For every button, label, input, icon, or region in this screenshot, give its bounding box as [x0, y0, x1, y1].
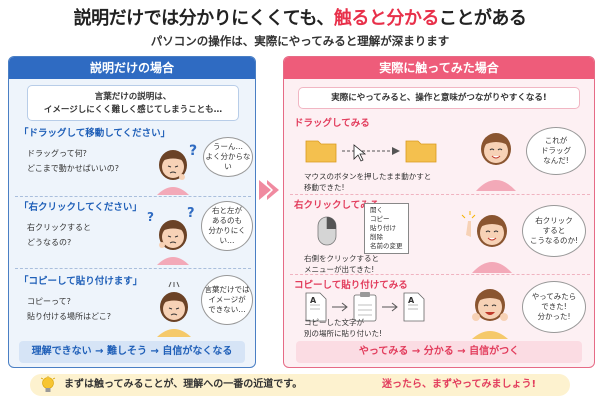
document-icon: [403, 292, 425, 322]
left-block-drag: 「ドラッグして移動してください」 ドラッグって何? どこまで動かせばいいの? ?…: [15, 125, 253, 197]
left-thought-bubble: 言葉だけではイメージができない…: [201, 275, 253, 325]
bubble-line1: 右と左が: [212, 206, 242, 215]
lightbulb-icon: [40, 376, 56, 392]
page-subtitle: パソコンの操作は、実際にやってみると理解が深まります: [150, 34, 450, 48]
cursor-icon: [353, 144, 367, 162]
bubble-line2: あるのも: [212, 216, 242, 225]
right-block-right-click: 右クリックしてみる 開く コピー 貼り付け 削除 名前の変更 右側をクリックする…: [290, 197, 590, 275]
left-question-2: 貼り付ける場所はどこ?: [27, 312, 112, 321]
bubble-line3: 分かりにくい…: [208, 226, 246, 245]
bubble-line1: やってみたら: [531, 292, 577, 301]
bubble-line3: できない…: [208, 305, 246, 314]
folder-icon: [305, 140, 337, 163]
left-block-right-click: 「右クリックしてください」 右クリックすると どうなるの? ? ? 右と左がある…: [15, 199, 253, 269]
left-question-1: 右クリックすると: [27, 223, 91, 232]
left-block-title: 「コピーして貼り付けます」: [19, 276, 143, 287]
copy-paste-graphic: A A: [305, 292, 425, 322]
title-part1: 説明だけでは分かりにくくても、: [73, 8, 335, 29]
context-menu-item: 開く: [370, 206, 383, 214]
bubble-line2: ドラッグ: [541, 146, 571, 155]
bubble-line3: こうなるのか!: [529, 236, 578, 245]
right-speech-bubble: これがドラッグなんだ!: [526, 127, 586, 175]
bubble-line1: うーん…: [213, 142, 243, 151]
right-block-title: 右クリックしてみる: [294, 200, 380, 211]
title-part2: ことがある: [438, 8, 527, 29]
right-caption-line2: 別の場所に貼り付いた!: [304, 329, 383, 338]
smiling-woman-icon: [476, 133, 516, 191]
arrow-right-icon: [259, 180, 279, 200]
left-block-copy-paste: 「コピーして貼り付けます」 コピーって? 貼り付ける場所はどこ? 言葉だけではイ…: [15, 273, 253, 337]
title-highlight: 触ると分かる: [333, 8, 440, 29]
right-caption-line1: マウスのボタンを押したまま動かすと: [304, 172, 432, 181]
page-title: 説明だけでは分かりにくくても、触ると分かることがある: [0, 4, 600, 30]
bubble-line2: イメージが: [208, 295, 246, 304]
right-intro: 実際にやってみると、操作と意味がつながりやすくなる!: [298, 87, 580, 109]
bubble-line1: これが: [544, 136, 568, 145]
hands-on-panel: 実際に触ってみた場合 実際にやってみると、操作と意味がつながりやすくなる! ドラ…: [283, 56, 595, 368]
bubble-line2: すると: [542, 226, 566, 235]
bubble-line3: 分かった!: [537, 312, 571, 321]
right-speech-bubble: 右クリックするとこうなるのか!: [522, 205, 586, 257]
left-panel-heading: 説明だけの場合: [9, 57, 255, 79]
folder-icon: [405, 140, 437, 163]
left-block-title: 「右クリックしてください」: [19, 202, 142, 213]
left-thought-bubble: 右と左があるのも分かりにくい…: [201, 201, 253, 251]
left-question-2: どうなるの?: [27, 238, 72, 247]
mouse-icon: [317, 216, 337, 246]
right-panel-heading: 実際に触ってみた場合: [284, 57, 594, 79]
left-intro-line1: 言葉だけの説明は、: [94, 92, 172, 102]
left-intro-line2: イメージしにくく難しく感じてしまうことも…: [43, 105, 223, 115]
confused-woman-icon: ? ?: [147, 206, 195, 265]
left-intro: 言葉だけの説明は、 イメージしにくく難しく感じてしまうことも…: [27, 85, 239, 121]
confused-woman-icon: ?: [157, 143, 197, 195]
right-caption-line2: メニューが出てきた!: [304, 265, 375, 274]
doc-letter-2: A: [408, 296, 415, 305]
pointing-woman-icon: [461, 211, 512, 273]
bubble-line3: なんだ!: [543, 156, 569, 165]
right-block-copy-paste: コピーして貼り付けてみる A A コピ: [290, 277, 590, 339]
confused-woman-icon: [157, 281, 191, 337]
explanation-only-panel: 説明だけの場合 言葉だけの説明は、 イメージしにくく難しく感じてしまうことも… …: [8, 56, 256, 368]
context-menu-item: コピー: [370, 215, 390, 223]
right-block-title: ドラッグしてみる: [294, 118, 370, 129]
doc-letter-1: A: [310, 296, 317, 305]
clipboard-icon: [353, 292, 377, 322]
right-outcome-bar: やってみる → 分かる → 自信がつく: [296, 341, 582, 363]
left-question-2: どこまで動かせばいいの?: [27, 164, 120, 173]
right-caption-line1: コピーした文字が: [304, 318, 364, 327]
right-block-title: コピーして貼り付けてみる: [294, 280, 408, 291]
right-caption-line2: 移動できた!: [304, 183, 345, 192]
right-block-drag: ドラッグしてみる マウスのボタンを押したまま動かすと 移動できた! これがドラッ…: [290, 115, 590, 195]
bubble-line2: できた!: [541, 302, 567, 311]
tip-accent-text: 迷ったら、まずやってみましょう!: [382, 379, 537, 390]
tip-banner: まずは触ってみることが、理解への一番の近道です。 迷ったら、まずやってみましょう…: [30, 374, 570, 396]
svg-text:?: ?: [147, 210, 154, 224]
happy-woman-icon: [472, 289, 508, 339]
context-menu-item: 貼り付け: [370, 224, 396, 232]
left-outcome-bar: 理解できない → 難しそう → 自信がなくなる: [19, 341, 245, 363]
left-question-1: ドラッグって何?: [27, 149, 87, 158]
left-question-1: コピーって?: [27, 297, 71, 306]
right-speech-bubble: やってみたらできた!分かった!: [522, 281, 586, 333]
tip-main-text: まずは触ってみることが、理解への一番の近道です。: [64, 379, 303, 390]
document-icon: [305, 292, 327, 322]
left-block-title: 「ドラッグして移動してください」: [19, 128, 171, 139]
bubble-line1: 右クリック: [535, 216, 573, 225]
context-menu-item: 削除: [370, 233, 383, 241]
drag-demo-graphic: [305, 140, 437, 163]
right-caption-line1: 右側をクリックすると: [304, 254, 379, 263]
question-mark-icon: ?: [189, 143, 197, 159]
context-menu-item: 名前の変更: [370, 242, 403, 250]
bubble-line1: 言葉だけでは: [204, 285, 250, 294]
context-menu: 開く コピー 貼り付け 削除 名前の変更: [364, 203, 409, 254]
svg-text:?: ?: [187, 206, 195, 221]
left-thought-bubble: うーん…よく分からない: [203, 137, 253, 177]
bubble-line2: よく分からない: [205, 152, 251, 171]
